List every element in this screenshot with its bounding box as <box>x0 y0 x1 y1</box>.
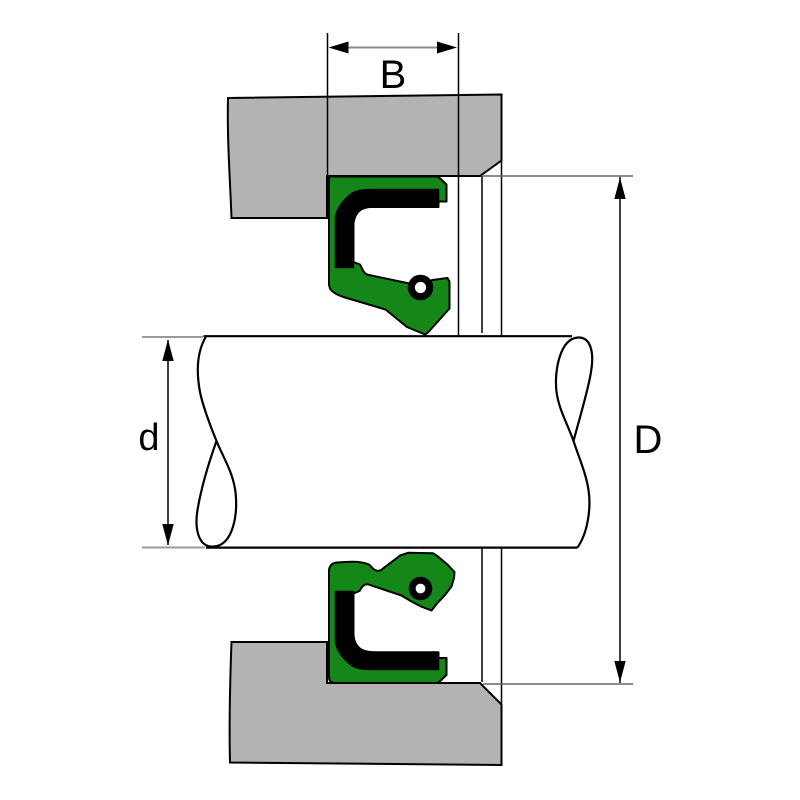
seal-top-garter-spring-center <box>414 281 427 294</box>
dim-d-arrowhead-bottom <box>162 524 174 546</box>
shaft-body <box>205 338 576 546</box>
dim-D-arrowhead-bottom <box>614 661 626 683</box>
dim-d-arrowhead-top <box>162 339 174 361</box>
dim-B-arrowhead-right <box>437 41 457 54</box>
shaft-break-line-right <box>554 336 594 549</box>
seal-top-case-insert <box>334 188 440 269</box>
housing-block-bottom <box>228 641 503 767</box>
shaft-break-line-left <box>195 335 238 548</box>
dim-D-label: D <box>634 418 663 462</box>
seal-bottom-case-insert <box>334 590 440 671</box>
dim-B-arrowhead-left <box>328 41 349 54</box>
dim-B-label: B <box>380 53 407 97</box>
dim-d-label: d <box>138 417 159 459</box>
seal-bottom-garter-spring-center <box>415 583 426 594</box>
housing-block-top <box>226 93 503 219</box>
dim-D-arrowhead-top <box>614 177 626 199</box>
